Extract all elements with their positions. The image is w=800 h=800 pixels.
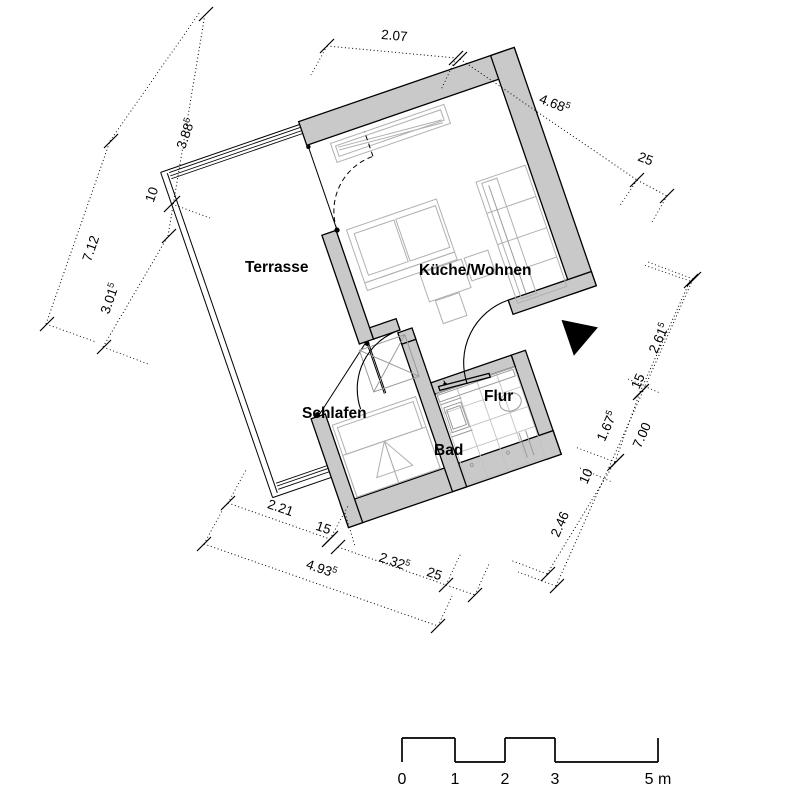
dim-bot-25: 25 [425, 564, 444, 583]
dim-right-2-46: 2.46 [548, 509, 572, 539]
scale-tick-3: 3 [551, 771, 560, 788]
dim-bot-2-325: 2.325 [377, 549, 412, 574]
scale-end-label: 5 m [645, 771, 672, 788]
dim-right-7-00: 7.00 [630, 420, 654, 450]
exterior-wall-east [489, 46, 598, 295]
exterior-wall-north [297, 46, 524, 147]
scale-bar: 0 1 2 3 5 m [398, 737, 672, 788]
scale-tick-1: 1 [451, 771, 460, 788]
dim-top-2-07: 2.07 [381, 27, 408, 44]
bathroom-fixtures [436, 368, 535, 468]
door-swing-schlafen [356, 329, 400, 410]
dimension-chain-left-inner: 3.885 10 3.015 [96, 6, 214, 365]
kitchen-units-east [475, 164, 568, 304]
scale-tick-2: 2 [501, 771, 510, 788]
exterior-wall-west-lower [310, 413, 364, 529]
terrace-railing [160, 124, 344, 499]
room-label-schlafen: Schlafen [302, 405, 367, 422]
dim-top-25: 25 [636, 149, 655, 168]
dim-right-15: 15 [628, 371, 648, 391]
scale-tick-0: 0 [398, 771, 407, 788]
dim-right-1-675: 1.675 [593, 408, 620, 443]
dim-right-2-615: 2.615 [645, 320, 672, 355]
sofa [345, 198, 458, 292]
dim-top-4-685: 4.685 [537, 90, 572, 116]
dim-right-10: 10 [576, 466, 596, 486]
wardrobe [358, 334, 420, 393]
bed [331, 395, 441, 498]
wall-stub-kitchen-door [368, 317, 401, 340]
dim-left-3-015: 3.015 [97, 281, 122, 316]
interior-wall-schlafen-bad [398, 332, 468, 493]
dim-left-7-12: 7.12 [79, 234, 102, 264]
dim-bot-15: 15 [314, 518, 333, 537]
door-swing-kitchen [333, 131, 374, 231]
room-label-bad: Bad [434, 442, 463, 459]
kitchen-counter-north [329, 103, 452, 164]
exterior-wall-east-lower [507, 270, 598, 316]
chair-1 [434, 292, 468, 325]
room-label-flur: Flur [484, 388, 513, 405]
dining-table [419, 258, 472, 303]
door-swing-entrance [463, 299, 509, 385]
room-label-terrasse: Terrasse [245, 259, 309, 276]
entry-direction-arrow [561, 319, 598, 356]
dim-bot-2-21: 2.21 [266, 496, 296, 519]
room-label-kueche-wohnen: Küche/Wohnen [419, 262, 532, 279]
dim-left-3-885: 3.885 [173, 116, 198, 151]
dim-bot-4-935: 4.935 [304, 556, 339, 581]
chair-2 [463, 249, 497, 282]
dim-left-10: 10 [142, 185, 161, 204]
